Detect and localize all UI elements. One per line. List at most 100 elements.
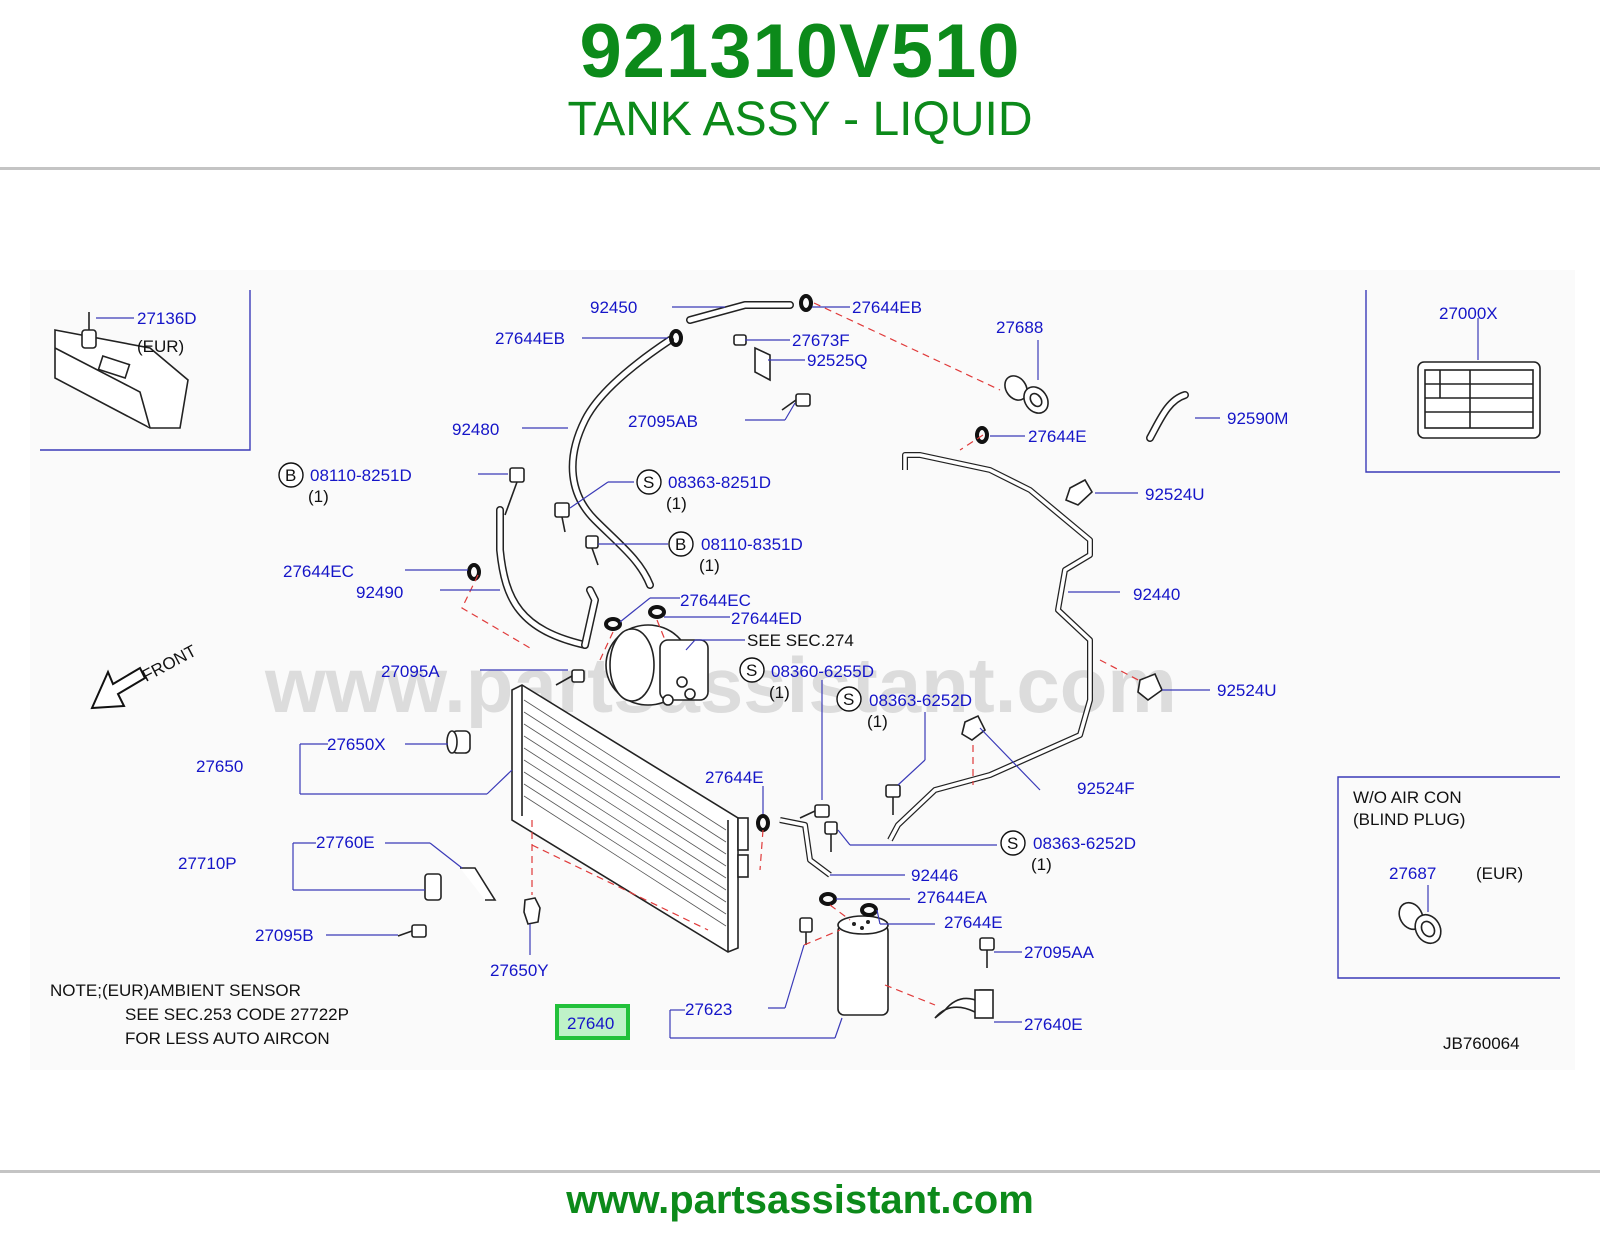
label-27136D[interactable]: 27136D <box>137 309 197 328</box>
note-eur: (EUR) <box>1476 864 1523 883</box>
hose-92590M <box>1146 391 1189 442</box>
liquid-tank-27640 <box>837 915 889 1016</box>
label-27650Y[interactable]: 27650Y <box>490 961 549 980</box>
label-92480[interactable]: 92480 <box>452 420 499 439</box>
leader-lines <box>96 306 1479 1039</box>
label-27644EB[interactable]: 27644EB <box>495 329 565 348</box>
label-27000X[interactable]: 27000X <box>1439 304 1498 323</box>
label-92590M[interactable]: 92590M <box>1227 409 1288 428</box>
label-27710P[interactable]: 27710P <box>178 854 237 873</box>
note-ambient-sensor: NOTE;(EUR)AMBIENT SENSOR <box>50 981 301 1000</box>
part-name-subtitle: TANK ASSY - LIQUID <box>567 93 1033 146</box>
label-27095A[interactable]: 27095A <box>381 662 440 681</box>
screw-symbol-s: S <box>1007 834 1018 853</box>
part-labels[interactable]: 27136D (EUR) 92450 27644EB 27644EB 27673… <box>50 298 1523 1053</box>
header-divider <box>0 167 1600 170</box>
label-27095AA[interactable]: 27095AA <box>1024 943 1095 962</box>
label-27687[interactable]: 27687 <box>1389 864 1436 883</box>
fasteners <box>397 334 995 968</box>
o-ring-27644ED <box>648 605 666 619</box>
o-ring-27644E-top <box>975 426 989 444</box>
pipe-92446 <box>779 817 832 878</box>
label-08363-6252D[interactable]: 08363-6252D <box>1033 834 1136 853</box>
diagram-code: JB760064 <box>1443 1034 1520 1053</box>
pipe-92440 <box>887 452 1093 842</box>
label-92440[interactable]: 92440 <box>1133 585 1180 604</box>
o-ring-27644EC-left <box>467 563 481 581</box>
note-eur: (EUR) <box>137 337 184 356</box>
label-08110-8351D[interactable]: 08110-8351D <box>701 535 803 554</box>
quantity-note: (1) <box>867 712 888 731</box>
mounts <box>424 730 541 925</box>
label-plate-icon <box>1417 361 1541 439</box>
footer-url[interactable]: www.partsassistant.com <box>566 1178 1034 1222</box>
parts-diagram: www.partsassistant.com FRONT <box>40 290 1560 1053</box>
label-27644EA[interactable]: 27644EA <box>917 888 988 907</box>
compressor <box>605 624 709 706</box>
label-27650X[interactable]: 27650X <box>327 735 386 754</box>
highlight-box <box>555 1004 630 1040</box>
label-08363-6252D[interactable]: 08363-6252D <box>869 691 972 710</box>
inset-eur-frame <box>40 290 251 451</box>
label-27760E[interactable]: 27760E <box>316 833 375 852</box>
label-27644E[interactable]: 27644E <box>705 768 764 787</box>
condenser-27650 <box>511 684 749 953</box>
quantity-note: (1) <box>666 494 687 513</box>
label-27644EB[interactable]: 27644EB <box>852 298 922 317</box>
label-27640-highlighted[interactable]: 27640 <box>567 1014 614 1033</box>
label-27640E[interactable]: 27640E <box>1024 1015 1083 1034</box>
label-27688[interactable]: 27688 <box>996 318 1043 337</box>
page-header: 921310V510 TANK ASSY - LIQUID <box>0 0 1600 170</box>
label-27644E[interactable]: 27644E <box>1028 427 1087 446</box>
label-92524F[interactable]: 92524F <box>1077 779 1135 798</box>
o-ring-27644E-low <box>860 903 878 917</box>
label-92524U[interactable]: 92524U <box>1145 485 1205 504</box>
tank-bracket-27640E <box>934 989 994 1019</box>
label-27095AB[interactable]: 27095AB <box>628 412 698 431</box>
label-27650[interactable]: 27650 <box>196 757 243 776</box>
note-less-auto-aircon: FOR LESS AUTO AIRCON <box>125 1029 330 1048</box>
blind-plug-icon <box>1398 901 1442 945</box>
quantity-note: (1) <box>769 683 790 702</box>
label-27673F[interactable]: 27673F <box>792 331 850 350</box>
label-92446[interactable]: 92446 <box>911 866 958 885</box>
label-92450[interactable]: 92450 <box>590 298 637 317</box>
eur-sensor-bracket <box>54 312 189 429</box>
seal-27688 <box>1004 375 1049 414</box>
o-ring-27644EB-top <box>799 294 813 312</box>
screw-symbol-s: S <box>643 473 654 492</box>
quantity-note: (1) <box>308 487 329 506</box>
o-ring-27644EB-left <box>669 329 683 347</box>
label-27623[interactable]: 27623 <box>685 1000 732 1019</box>
blind-plug-note: (BLIND PLUG) <box>1353 810 1465 829</box>
note-see-section-253: SEE SEC.253 CODE 27722P <box>125 1005 349 1024</box>
label-08110-8251D[interactable]: 08110-8251D <box>310 466 412 485</box>
inset-blind-plug-frame <box>1337 776 1560 979</box>
without-air-con-note: W/O AIR CON <box>1353 788 1462 807</box>
clips <box>961 478 1163 741</box>
o-ring-27644EC-mid <box>604 617 622 631</box>
part-number-title: 921310V510 <box>579 9 1021 94</box>
inset-label-frame <box>1365 290 1560 473</box>
footer-divider <box>0 1170 1600 1173</box>
label-27095B[interactable]: 27095B <box>255 926 314 945</box>
o-ring-27644EA <box>819 892 837 906</box>
bolt-symbol-b: B <box>675 535 686 554</box>
label-92524U[interactable]: 92524U <box>1217 681 1277 700</box>
relation-lines <box>461 302 1143 1006</box>
hose-92490 <box>496 506 599 649</box>
label-27644EC[interactable]: 27644EC <box>283 562 354 581</box>
label-08363-8251D[interactable]: 08363-8251D <box>668 473 771 492</box>
see-section-274: SEE SEC.274 <box>747 631 854 650</box>
label-92490[interactable]: 92490 <box>356 583 403 602</box>
label-27644E[interactable]: 27644E <box>944 913 1003 932</box>
label-92525Q[interactable]: 92525Q <box>807 351 868 370</box>
bolt-symbol-b: B <box>285 466 296 485</box>
label-08360-6255D[interactable]: 08360-6255D <box>771 662 874 681</box>
screw-symbol-s: S <box>746 661 757 680</box>
label-27644EC[interactable]: 27644EC <box>680 591 751 610</box>
label-27644ED[interactable]: 27644ED <box>731 609 802 628</box>
callout-circles: B S B S S S <box>278 462 1026 856</box>
quantity-note: (1) <box>1031 855 1052 874</box>
o-rings <box>467 294 989 917</box>
